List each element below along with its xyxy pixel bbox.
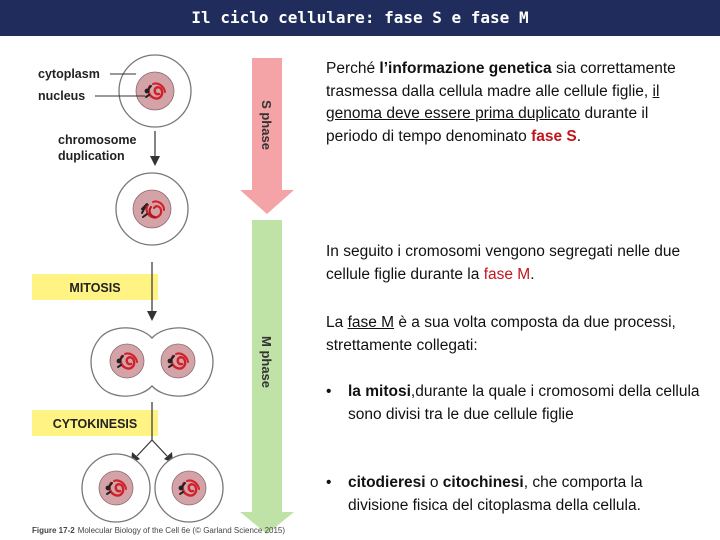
p2-text-c: .	[530, 265, 535, 283]
cell-interphase	[118, 54, 192, 128]
p3-text-c: è a sua volta composta da due processi, …	[326, 314, 676, 354]
daughter-cell-left	[81, 453, 151, 523]
p1-text-e: durante il periodo di tempo denominato	[326, 105, 649, 145]
bullet-citodieresi-text: citodieresi o citochinesi, che comporta …	[348, 472, 706, 517]
p1-text-c: sia correttamente trasmessa dalla cellul…	[326, 60, 676, 100]
cell-dividing	[90, 327, 214, 397]
chromosome-label: chromosome	[58, 133, 137, 147]
p2-fase-m: fase M	[483, 265, 531, 283]
bullet2-text-b: o	[425, 474, 443, 491]
p3-text-a: La	[326, 314, 348, 331]
cytokinesis-box	[32, 410, 158, 436]
mitosis-box	[32, 274, 158, 300]
bullet2-bold-c: citochinesi	[442, 474, 524, 491]
daughter-cell-right	[154, 453, 224, 523]
flow-arrowhead-duplication	[150, 156, 160, 166]
p1-fase-s: fase S	[531, 127, 577, 145]
paragraph-m-phase-components: La fase M è a sua volta composta da due …	[326, 312, 698, 357]
m-phase-label: M phase	[259, 336, 274, 388]
s-phase-label: S phase	[259, 100, 274, 150]
bullet-marker: •	[326, 383, 332, 400]
bullet-mitosi: • la mitosi,durante la quale i cromosomi…	[326, 381, 706, 426]
cytoplasm-label: cytoplasm	[38, 67, 100, 81]
bullet2-text-d: , che comporta la divisione fisica del c…	[348, 474, 643, 514]
nucleus-label: nucleus	[38, 89, 85, 103]
bullet-citodieresi: • citodieresi o citochinesi, che comport…	[326, 472, 706, 517]
cell-cycle-figure: S phase M phase cytoplasm nucleus chromo…	[32, 54, 294, 535]
flow-arrowhead-mitosis	[147, 311, 157, 321]
s-phase-arrow	[240, 58, 294, 214]
paragraph-s-phase: Perché l’informazione genetica sia corre…	[326, 58, 698, 148]
paragraph-m-phase: In seguito i cromosomi vengono segregati…	[326, 241, 698, 286]
cell-duplicated	[115, 172, 189, 246]
bullet-marker: •	[326, 474, 332, 491]
m-phase-arrow	[240, 220, 294, 534]
bullet2-bold-a: citodieresi	[348, 474, 426, 491]
bullet1-text: ,durante la quale i cromosomi della cell…	[348, 383, 700, 423]
bullet-mitosi-text: la mitosi,durante la quale i cromosomi d…	[348, 381, 706, 426]
p2-text-a: In seguito i cromosomi vengono segregati…	[326, 243, 681, 283]
p3-fase-m: fase M	[347, 314, 395, 331]
p1-text-a: Perché	[326, 60, 380, 77]
caption-figure-number: Figure 17-2	[32, 526, 75, 535]
p1-text-g: .	[576, 127, 582, 145]
p1-text-bold: l’informazione genetica	[379, 60, 552, 77]
bullet1-bold: la mitosi	[348, 383, 411, 400]
p1-text-underline: il genoma deve essere prima duplicato	[326, 82, 660, 123]
duplication-label: duplication	[58, 149, 125, 163]
caption-source: Molecular Biology of the Cell 6e (© Garl…	[78, 526, 286, 535]
cytokinesis-label: CYTOKINESIS	[53, 417, 138, 431]
slide-title: Il ciclo cellulare: fase S e fase M	[0, 0, 720, 36]
mitosis-label: MITOSIS	[69, 281, 120, 295]
